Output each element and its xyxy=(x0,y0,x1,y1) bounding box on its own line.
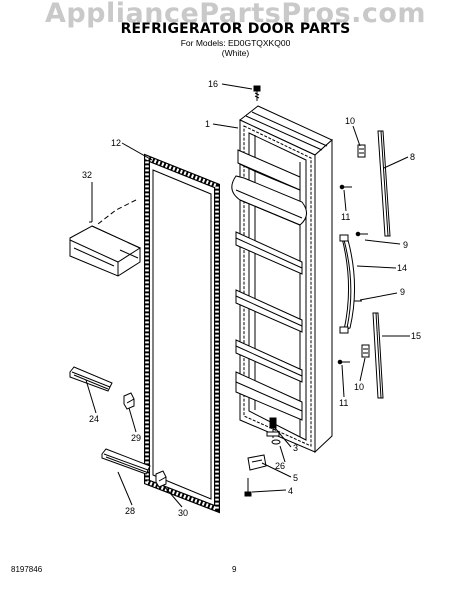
callout-32: 32 xyxy=(82,170,92,180)
screw-11-top xyxy=(339,184,352,190)
hinge-bracket-5 xyxy=(247,454,267,471)
screw-4 xyxy=(244,478,252,497)
model-line: For Models: ED0GTQXKQ00 xyxy=(180,38,291,48)
page-title: REFRIGERATOR DOOR PARTS xyxy=(120,21,351,37)
callout-24: 24 xyxy=(89,414,99,424)
bracket-10-bottom xyxy=(361,344,370,358)
callout-11-bottom: 11 xyxy=(339,398,348,408)
door-shelves xyxy=(231,149,307,421)
callout-9-top: 9 xyxy=(403,240,408,250)
color-line: (White) xyxy=(221,48,250,58)
leader-lines xyxy=(85,83,410,508)
callout-4: 4 xyxy=(288,486,293,496)
callout-9-bottom: 9 xyxy=(400,287,405,297)
callout-26: 26 xyxy=(275,461,285,471)
callout-5: 5 xyxy=(293,473,298,483)
screw-16 xyxy=(253,85,261,101)
watermark: AppliancePartsPros.com xyxy=(44,0,427,29)
page-number: 9 xyxy=(232,565,237,574)
callout-14: 14 xyxy=(397,263,407,273)
door-bar-28 xyxy=(101,448,151,475)
door-assembly xyxy=(231,105,333,454)
door-gasket xyxy=(144,153,220,514)
callout-labels: 16 1 10 8 12 32 11 9 14 9 15 10 11 24 29… xyxy=(82,79,421,518)
bin-cover-32 xyxy=(69,225,142,277)
callout-10-bottom: 10 xyxy=(354,382,364,392)
callout-3: 3 xyxy=(293,443,298,453)
screw-11-bottom xyxy=(337,359,350,365)
clip-30 xyxy=(155,470,167,488)
door-handle-14 xyxy=(339,234,355,334)
callout-11-top: 11 xyxy=(341,212,350,222)
callout-28: 28 xyxy=(125,506,135,516)
clip-29 xyxy=(123,392,135,410)
trim-8 xyxy=(377,130,391,237)
callout-12: 12 xyxy=(111,138,121,148)
callout-15: 15 xyxy=(411,331,421,341)
washer-26 xyxy=(271,439,281,445)
screw-9-top xyxy=(355,231,368,237)
callout-29: 29 xyxy=(131,433,141,443)
callout-1: 1 xyxy=(205,119,210,129)
trim-15 xyxy=(372,312,384,399)
bracket-10-top xyxy=(357,144,366,158)
callout-10-top: 10 xyxy=(345,116,355,126)
callout-8: 8 xyxy=(410,152,415,162)
document-number: 8197846 xyxy=(11,565,43,574)
door-bar-24 xyxy=(69,366,113,392)
callout-30: 30 xyxy=(178,508,188,518)
hinge-3 xyxy=(266,417,280,438)
callout-16: 16 xyxy=(208,79,218,89)
